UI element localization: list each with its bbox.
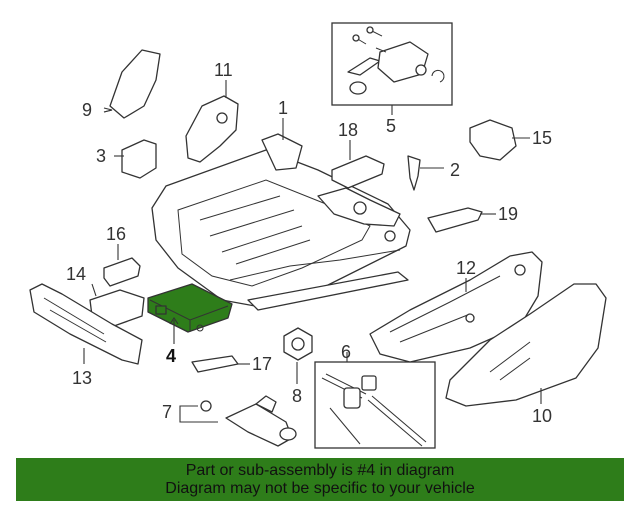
callout-4[interactable]: 4 [166,346,176,366]
clip-17-part [191,355,239,373]
motor-part [347,26,445,95]
callout-1[interactable]: 1 [278,98,288,118]
callout-10[interactable]: 10 [532,406,552,426]
knob-8-part [283,327,313,361]
callout-14[interactable]: 14 [66,264,86,284]
lead-4-arrow [169,317,179,325]
trim-19-part [427,207,483,233]
callout-9[interactable]: 9 [82,100,92,120]
module-4-part [147,283,233,333]
bracket-9-part [109,49,161,119]
callout-11[interactable]: 11 [214,60,233,80]
seat-frame-part [151,133,411,311]
seat-parts-diagram: 1 2 3 4 5 6 7 8 9 10 11 12 13 14 15 16 1… [29,22,607,449]
callout-12[interactable]: 12 [456,258,476,278]
cable-part [321,373,427,447]
callout-5[interactable]: 5 [386,116,396,136]
callout-16[interactable]: 16 [106,224,126,244]
banner-line-2: Diagram may not be specific to your vehi… [165,479,475,497]
callout-19[interactable]: 19 [498,204,518,224]
callout-8[interactable]: 8 [292,386,302,406]
lead-9-arrow [103,107,113,113]
bracket-11-part [185,95,239,163]
callout-15[interactable]: 15 [532,128,552,148]
callout-6[interactable]: 6 [341,342,351,362]
callout-3[interactable]: 3 [96,146,106,166]
cover-10-part [445,283,607,407]
cover-16-part [103,257,141,287]
clip-2-part [407,155,421,191]
callout-18[interactable]: 18 [338,120,358,140]
actuator-7-part [200,395,297,447]
info-banner: Part or sub-assembly is #4 in diagram Di… [16,458,624,501]
callout-17[interactable]: 17 [252,354,272,374]
callout-7[interactable]: 7 [162,402,172,422]
bracket-15-part [469,119,517,161]
banner-line-1: Part or sub-assembly is #4 in diagram [185,461,455,479]
callout-13[interactable]: 13 [72,368,92,388]
cable-inset-frame [314,361,436,449]
clip-18-part [331,155,385,189]
side-trim-13-part [29,283,143,365]
bracket-3-part [121,139,157,179]
callout-2[interactable]: 2 [450,160,460,180]
lead-14 [91,283,97,297]
lead-7 [179,405,218,423]
